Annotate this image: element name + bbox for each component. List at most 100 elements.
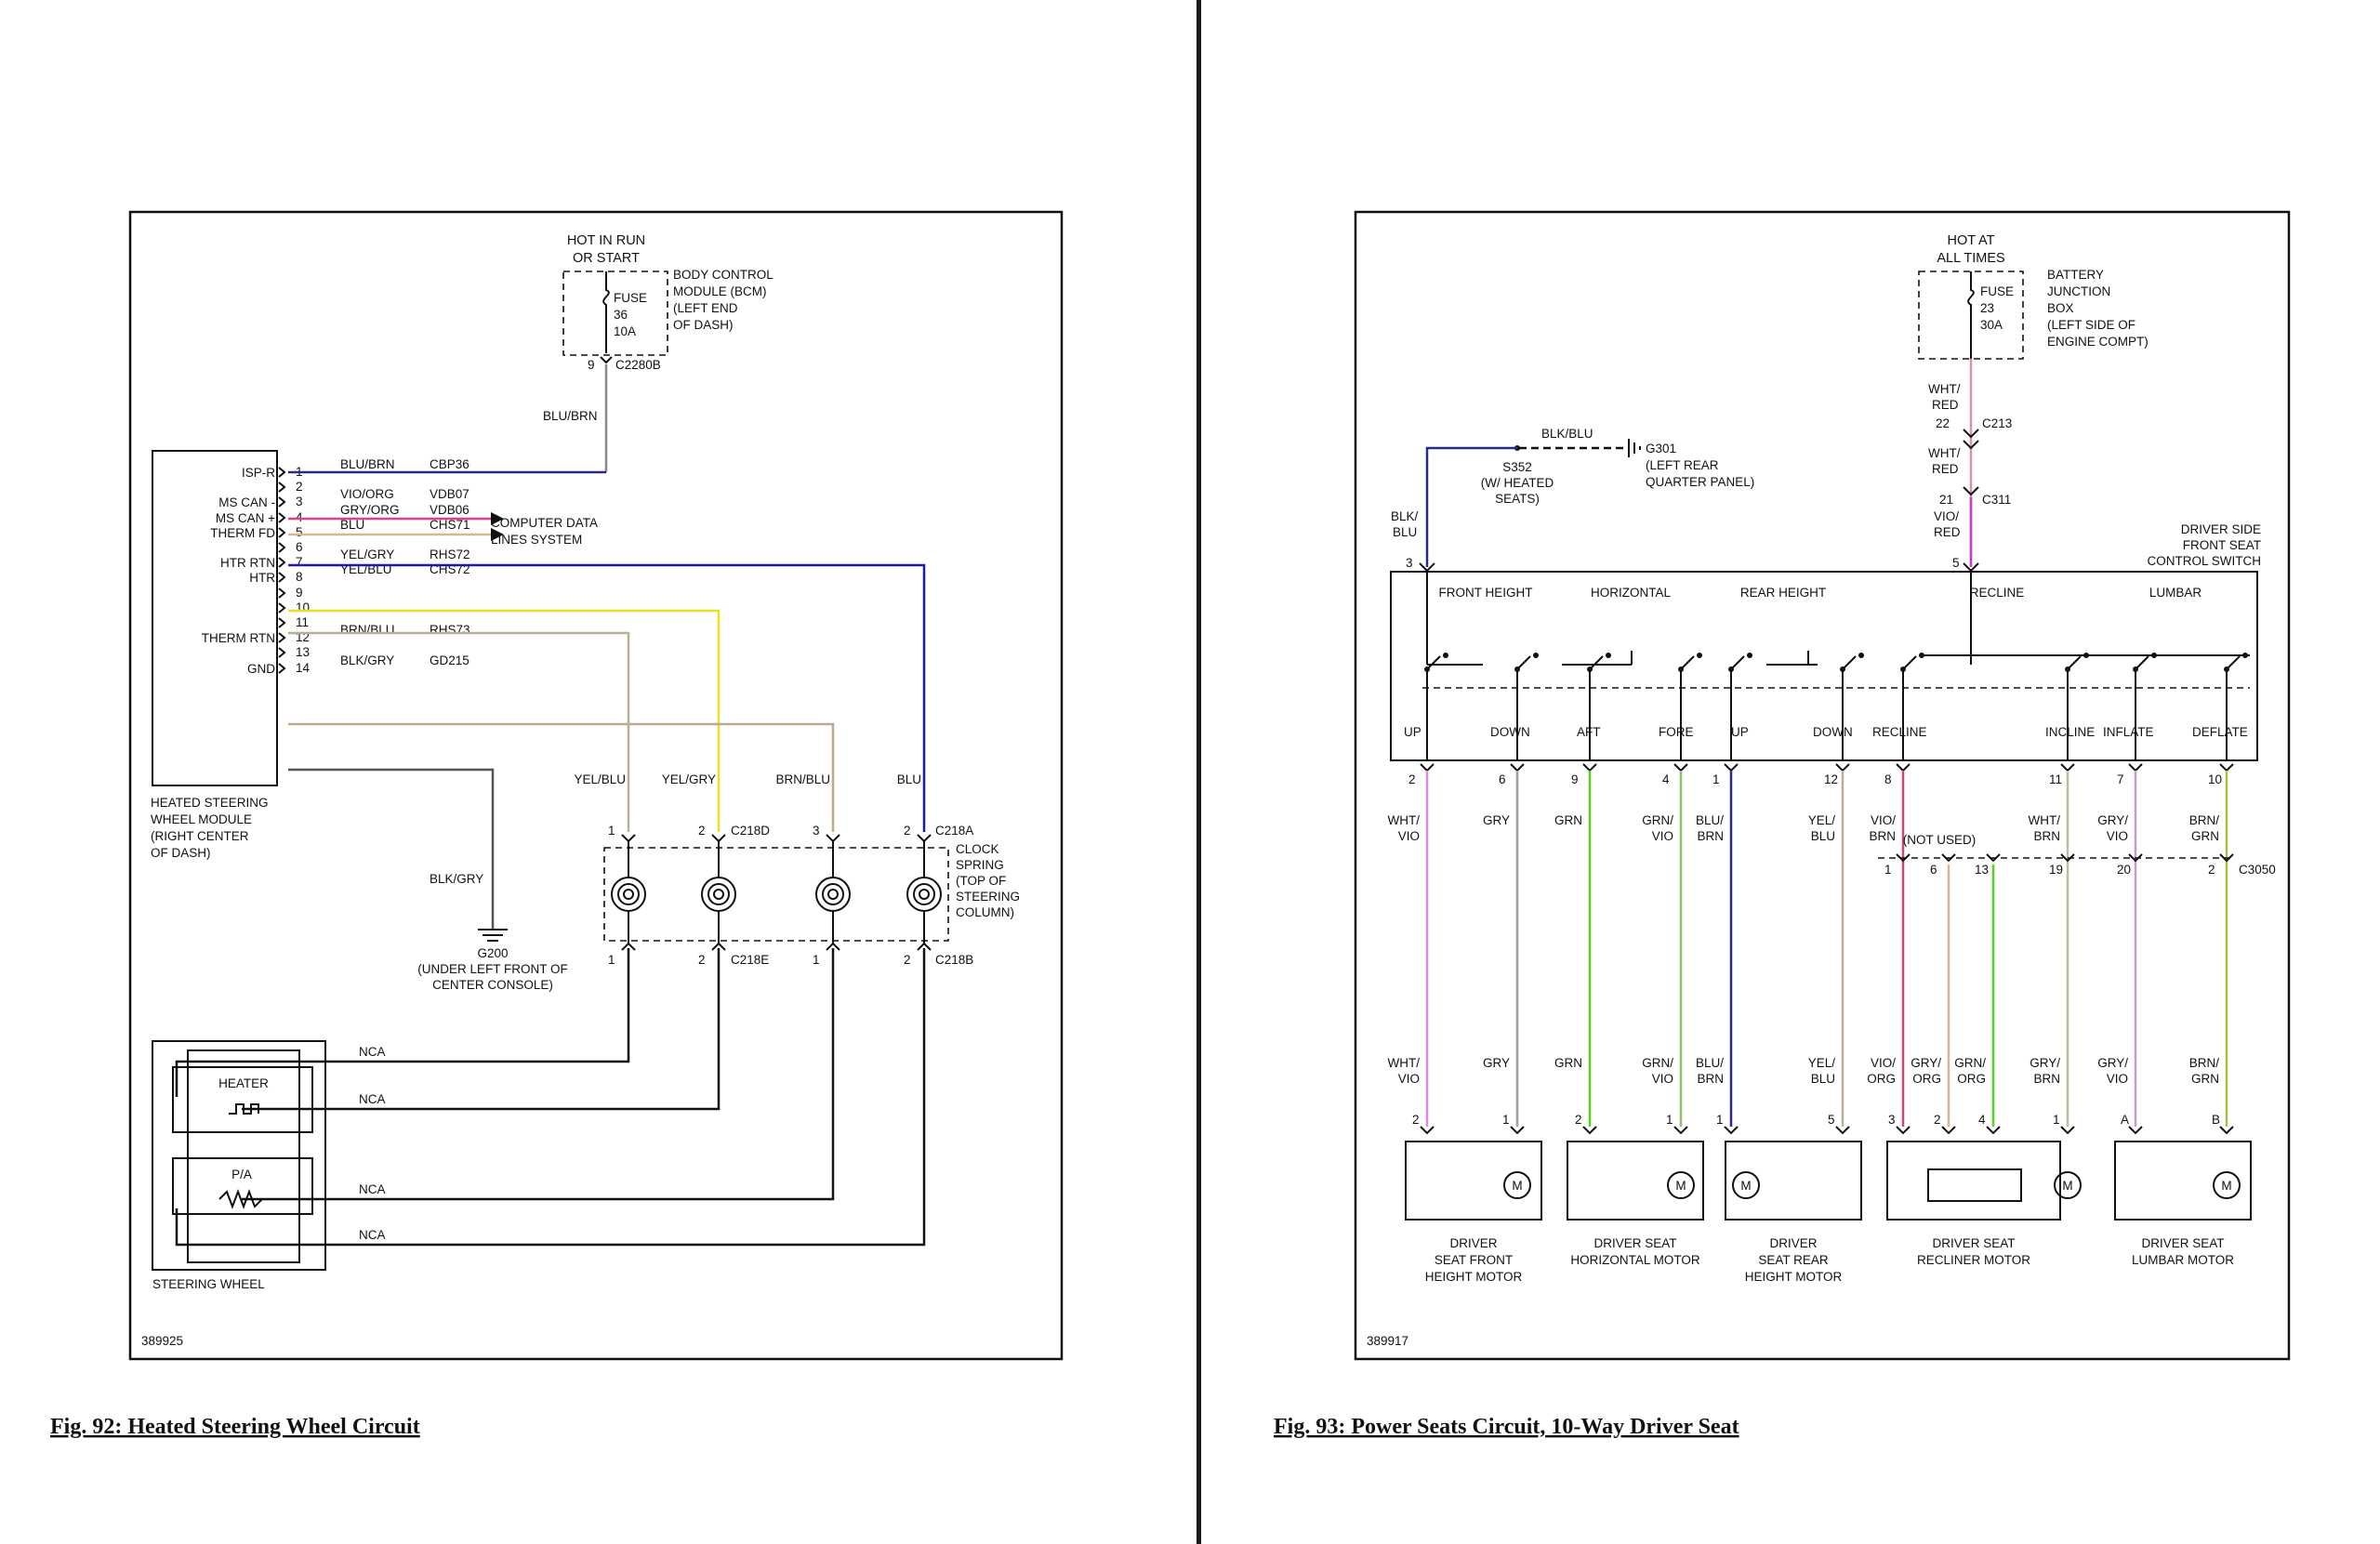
module-name-3: (RIGHT CENTER bbox=[151, 829, 249, 843]
blk-blu-side-2: BLU bbox=[1393, 525, 1417, 539]
module-pin-symbol bbox=[278, 647, 286, 658]
switch-blade bbox=[1680, 655, 1695, 670]
seat-motor-name: HORIZONTAL MOTOR bbox=[1570, 1253, 1700, 1267]
bjb-label-5: ENGINE COMPT) bbox=[2047, 335, 2149, 349]
c3050-pin: 13 bbox=[1975, 863, 1989, 877]
left-fuse-number: 36 bbox=[614, 308, 628, 322]
lower-wire-color: GRN bbox=[2191, 1072, 2219, 1086]
upper-wire-color: BLU/ bbox=[1696, 813, 1724, 827]
lower-wire-color: BLU/ bbox=[1696, 1056, 1724, 1070]
switch-pin: 7 bbox=[2117, 772, 2124, 786]
seat-motor-name: RECLINER MOTOR bbox=[1917, 1253, 2030, 1267]
c3050-pin-symbol bbox=[1941, 853, 1956, 863]
motor-pin: 2 bbox=[1934, 1113, 1941, 1127]
lower-wire-color: GRY/ bbox=[2030, 1056, 2060, 1070]
switch-position-label: INFLATE bbox=[2103, 725, 2154, 739]
motor-symbol-letter: M bbox=[1740, 1179, 1751, 1193]
right-fuse-symbol bbox=[1967, 271, 1975, 359]
lower-wire-color: ORG bbox=[1912, 1072, 1941, 1086]
right-fuse-box bbox=[1918, 271, 2024, 360]
module-pin-wire-color: BRN/BLU bbox=[340, 623, 395, 637]
upper-wire-color: BLU bbox=[1811, 829, 1835, 843]
motor-pin-symbol bbox=[2060, 1126, 2075, 1135]
motor-pin: 2 bbox=[1575, 1113, 1582, 1127]
switch-position-label: UP bbox=[1404, 725, 1421, 739]
upper-wire-color: GRN bbox=[2191, 829, 2219, 843]
c311-connector: C311 bbox=[1982, 493, 2011, 507]
motor-pin-symbol bbox=[1835, 1126, 1850, 1135]
wire-gd215 bbox=[288, 768, 495, 930]
wire-chs72 bbox=[288, 631, 630, 832]
wire-rhs72 bbox=[288, 609, 721, 832]
switch-pin-symbol bbox=[1724, 763, 1739, 772]
switch-blade bbox=[1426, 655, 1441, 670]
heater-element bbox=[172, 1066, 313, 1133]
switch-pin-symbol bbox=[1896, 763, 1911, 772]
clock-top-pin: 1 bbox=[608, 824, 615, 838]
switch-function-label: RECLINE bbox=[1970, 586, 2025, 600]
arrow-vdb07 bbox=[491, 512, 504, 525]
clock-coil-core bbox=[919, 889, 930, 900]
switch-pin: 11 bbox=[2049, 772, 2062, 786]
switch-pin-3: 3 bbox=[1406, 556, 1413, 570]
pia-label: P/A bbox=[231, 1168, 252, 1181]
switch-blade bbox=[1516, 655, 1531, 670]
clock-top-pin: 2 bbox=[904, 824, 911, 838]
ground-location-1: (UNDER LEFT FRONT OF bbox=[417, 962, 568, 976]
module-pin-symbol bbox=[278, 617, 286, 628]
switch-name-1: DRIVER SIDE bbox=[2181, 522, 2261, 536]
module-pin-number: 2 bbox=[296, 480, 303, 494]
module-pin-number: 4 bbox=[296, 510, 303, 524]
upper-wire-color: VIO bbox=[1398, 829, 1420, 843]
nca-label-3: NCA bbox=[359, 1182, 386, 1196]
seat-motor-name: HEIGHT MOTOR bbox=[1745, 1270, 1843, 1284]
right-diagram-frame bbox=[1354, 210, 2291, 1361]
module-pin-symbol bbox=[278, 602, 286, 614]
nca-wire-3 bbox=[242, 948, 835, 1201]
seat-motor-name: DRIVER bbox=[1769, 1236, 1817, 1250]
clock-top-connector-1: C218D bbox=[731, 824, 770, 838]
c213-connector: C213 bbox=[1982, 416, 2012, 430]
motor-pin-symbol bbox=[1896, 1126, 1911, 1135]
module-pin-wire-color: YEL/GRY bbox=[340, 548, 394, 561]
clock-wire-color: YEL/GRY bbox=[662, 772, 716, 786]
heater-label: HEATER bbox=[218, 1076, 269, 1090]
clock-coil-core bbox=[623, 889, 634, 900]
upper-wire-color: WHT/ bbox=[1388, 813, 1421, 827]
wht-red-label-1b: RED bbox=[1932, 398, 1959, 412]
c3050-pin-symbol bbox=[2128, 853, 2143, 863]
left-fuse-box bbox=[562, 271, 668, 356]
switch-feed-stubs bbox=[1426, 572, 1972, 604]
steering-wheel-label: STEERING WHEEL bbox=[152, 1277, 265, 1291]
switch-pin: 4 bbox=[1662, 772, 1670, 786]
nca-wire-4 bbox=[175, 948, 926, 1247]
motor-pin: 1 bbox=[1716, 1113, 1724, 1127]
clock-coil-core bbox=[827, 889, 839, 900]
module-pin-symbol bbox=[278, 467, 286, 478]
switch-pin: 10 bbox=[2208, 772, 2222, 786]
motor-pin-symbol bbox=[1941, 1126, 1956, 1135]
right-hot-label-2: ALL TIMES bbox=[1937, 251, 2004, 266]
right-fuse-rating: 30A bbox=[1980, 318, 2003, 332]
c3050-pin-symbol bbox=[1896, 853, 1911, 863]
module-pin-circuit: GD215 bbox=[430, 653, 469, 667]
module-pin-circuit: CBP36 bbox=[430, 457, 469, 471]
switch-function-label: HORIZONTAL bbox=[1591, 586, 1671, 600]
lower-wire-color: ORG bbox=[1867, 1072, 1896, 1086]
switch-contact bbox=[2242, 653, 2248, 658]
bjb-label-3: BOX bbox=[2047, 301, 2074, 315]
bcm-label-2: MODULE (BCM) bbox=[673, 284, 767, 298]
clock-coil bbox=[701, 877, 736, 912]
clock-coil-inner bbox=[707, 883, 730, 905]
left-diagram-frame bbox=[128, 210, 1064, 1361]
clock-spring-label-3: (TOP OF bbox=[956, 874, 1006, 888]
lower-wire-color: VIO bbox=[2107, 1072, 2128, 1086]
upper-wire-color: BRN bbox=[1697, 829, 1724, 843]
switch-bus bbox=[1426, 604, 2250, 666]
switch-pin-symbol bbox=[1420, 763, 1435, 772]
right-fuse-label: FUSE bbox=[1980, 284, 2014, 298]
clock-top-terminal bbox=[826, 834, 840, 843]
left-fuse-label: FUSE bbox=[614, 291, 647, 305]
seat-motor-name: SEAT REAR bbox=[1758, 1253, 1829, 1267]
